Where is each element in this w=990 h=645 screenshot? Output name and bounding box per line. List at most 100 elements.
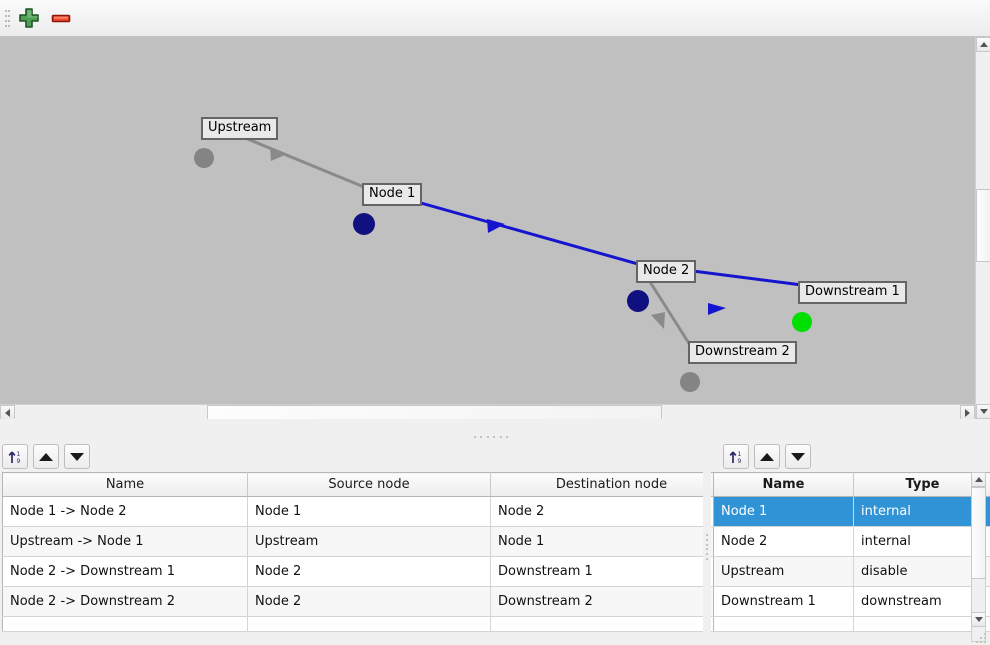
vertical-splitter-grip [706,534,708,560]
table-row[interactable]: Downstream 1 downstream [713,586,990,617]
graph-label-downstream1[interactable]: Downstream 1 [798,281,907,304]
nodes-move-down-button[interactable] [785,444,811,469]
nodes-col-type[interactable]: Type [853,472,990,497]
horizontal-splitter[interactable] [0,433,990,442]
graph-label-upstream[interactable]: Upstream [201,117,279,140]
edges-cell-source: Node 2 [247,586,491,617]
nodes-table[interactable]: Name Type Node 1 internal Node 2 interna… [713,472,990,632]
nodes-cell-name: Node 2 [713,526,854,557]
graph-node-node1[interactable] [353,213,375,235]
horizontal-scroll-thumb[interactable] [207,405,662,419]
nodes-toolbar: 1 9 [723,444,811,470]
graph-label-node2[interactable]: Node 2 [636,260,697,283]
edges-table-empty-row [2,616,733,632]
triangle-down-icon [791,452,805,461]
graph-label-downstream2[interactable]: Downstream 2 [688,341,797,364]
graph-vertical-scrollbar[interactable] [975,37,990,419]
table-row[interactable]: Node 2 internal [713,526,990,557]
nodes-scroll-up-button[interactable] [971,472,986,487]
scroll-up-icon [979,42,988,47]
delete-node-button[interactable] [48,6,74,31]
edges-cell-dest: Downstream 1 [490,556,733,587]
edges-toolbar: 1 9 [2,444,90,470]
scroll-up-icon [974,477,983,482]
triangle-up-icon [39,452,53,461]
nodes-cell-type: internal [853,496,990,527]
graph-canvas[interactable]: Upstream Node 1 Node 2 Downstream 1 Down… [0,37,976,419]
edges-move-up-button[interactable] [33,444,59,469]
add-node-button[interactable] [16,6,42,31]
svg-text:1: 1 [17,451,21,458]
triangle-down-icon [70,452,84,461]
edges-cell-source: Upstream [247,526,491,557]
window-resize-grip[interactable] [976,631,988,643]
table-row[interactable]: Node 1 internal [713,496,990,527]
nodes-table-header-row: Name Type [713,472,990,497]
scroll-left-button[interactable] [0,405,15,419]
triangle-up-icon [760,452,774,461]
nodes-cell-name: Node 1 [713,496,854,527]
nodes-table-vertical-scrollbar[interactable] [971,472,986,642]
graph-node-downstream2[interactable] [680,372,700,392]
edges-cell-name: Node 2 -> Downstream 1 [2,556,248,587]
edges-cell-source: Node 1 [247,496,491,527]
scroll-right-button[interactable] [960,405,975,419]
graph-svg [194,119,812,392]
nodes-table-empty-row [713,616,990,632]
edges-col-name[interactable]: Name [2,472,248,497]
table-row[interactable]: Node 2 -> Downstream 1 Node 2 Downstream… [2,556,733,587]
nodes-cell-type: downstream [853,586,990,617]
nodes-cell-name: Downstream 1 [713,586,854,617]
nodes-col-name[interactable]: Name [713,472,854,497]
nodes-cell-name: Upstream [713,556,854,587]
table-row[interactable]: Node 2 -> Downstream 2 Node 2 Downstream… [2,586,733,617]
table-row[interactable]: Upstream -> Node 1 Upstream Node 1 [2,526,733,557]
main-toolbar [0,0,990,37]
sort-ascending-icon: 1 9 [729,451,742,465]
nodes-cell-type: disable [853,556,990,587]
edges-cell-name: Node 1 -> Node 2 [2,496,248,527]
edges-cell-dest: Node 2 [490,496,733,527]
edges-move-down-button[interactable] [64,444,90,469]
scroll-up-button[interactable] [976,37,990,52]
minus-icon [51,14,71,23]
scroll-left-icon [5,408,10,417]
nodes-scroll-down-button[interactable] [971,612,986,627]
edges-col-source[interactable]: Source node [247,472,491,497]
vertical-scroll-thumb[interactable] [976,189,990,262]
nodes-move-up-button[interactable] [754,444,780,469]
toolbar-drag-handle[interactable] [5,10,10,28]
edges-cell-dest: Downstream 2 [490,586,733,617]
graph-node-node2[interactable] [627,290,649,312]
table-row[interactable]: Node 1 -> Node 2 Node 1 Node 2 [2,496,733,527]
scroll-down-icon [974,617,983,622]
scroll-down-icon [979,409,988,414]
nodes-cell-type: internal [853,526,990,557]
edges-sort-button[interactable]: 1 9 [2,444,28,469]
edges-col-destination[interactable]: Destination node [490,472,733,497]
edges-cell-name: Node 2 -> Downstream 2 [2,586,248,617]
plus-icon [19,8,39,28]
graph-label-node1[interactable]: Node 1 [362,183,423,206]
edges-table-header-row: Name Source node Destination node [2,472,733,497]
table-row[interactable]: Upstream disable [713,556,990,587]
scroll-down-button[interactable] [976,404,990,419]
scroll-right-icon [965,408,970,417]
graph-node-downstream1[interactable] [792,312,812,332]
splitter-grip [474,436,508,439]
nodes-vertical-scroll-thumb[interactable] [971,487,986,579]
sort-ascending-icon: 1 9 [8,451,21,465]
svg-text:1: 1 [738,451,742,458]
graph-node-upstream[interactable] [194,148,214,168]
svg-text:9: 9 [738,458,742,465]
edges-table[interactable]: Name Source node Destination node Node 1… [2,472,733,632]
graph-panel: Upstream Node 1 Node 2 Downstream 1 Down… [0,37,990,433]
edges-cell-source: Node 2 [247,556,491,587]
vertical-splitter[interactable] [703,442,711,645]
graph-horizontal-scrollbar[interactable] [0,404,975,419]
edges-cell-dest: Node 1 [490,526,733,557]
svg-text:9: 9 [17,458,21,465]
bottom-panels: 1 9 Name Source node Destination node [0,442,990,645]
nodes-sort-button[interactable]: 1 9 [723,444,749,469]
